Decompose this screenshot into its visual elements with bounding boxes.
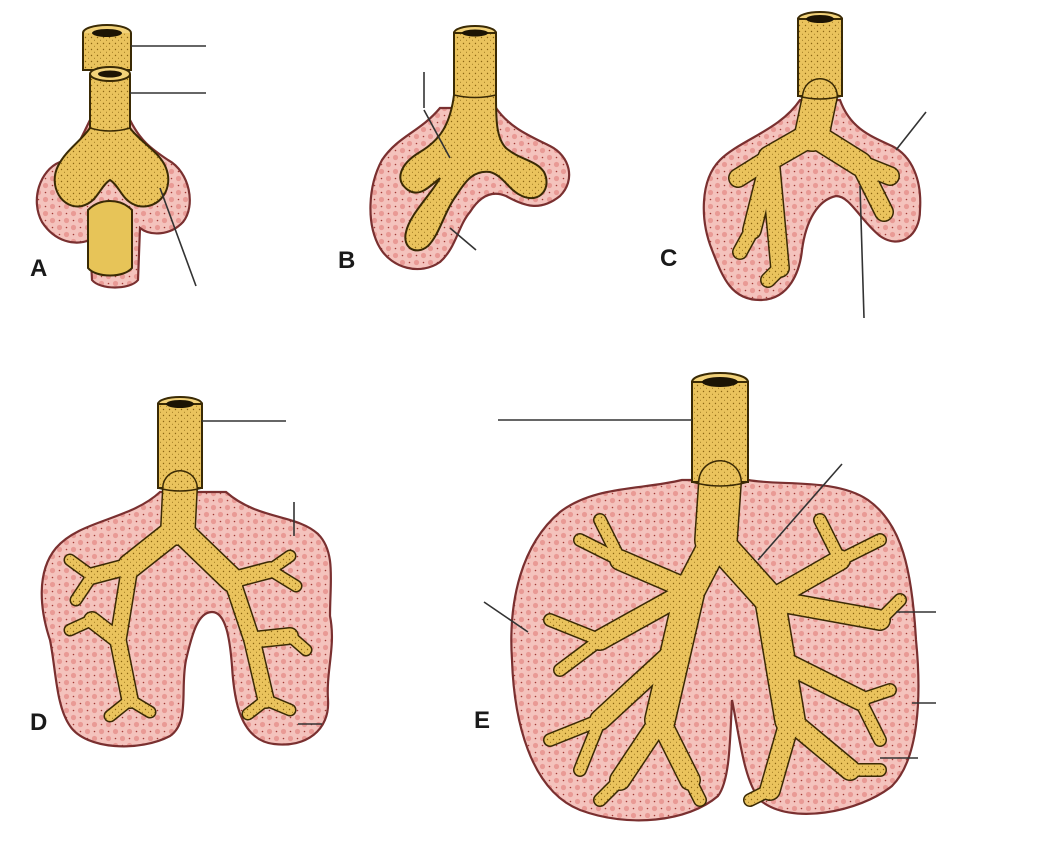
stage-e-illustration	[511, 373, 918, 820]
stage-c-label: C	[660, 245, 677, 272]
stage-b-label: B	[338, 247, 355, 274]
stage-e-label: E	[474, 707, 490, 734]
stage-c-trachea-lumen	[806, 15, 834, 23]
stage-d-illustration	[42, 397, 332, 746]
stage-a-trachea-front-lumen	[98, 71, 122, 78]
stage-e-trachea-lumen	[702, 377, 738, 387]
stage-a-label: A	[30, 255, 47, 282]
stage-a-esophagus	[88, 201, 132, 276]
stage-a-illustration	[37, 25, 190, 288]
stage-b-illustration	[370, 26, 569, 269]
stage-d-label: D	[30, 709, 47, 736]
stage-b-trachea-lumen	[462, 30, 488, 37]
stage-a-trachea-back-body	[83, 33, 131, 70]
stage-c-illustration	[704, 12, 920, 300]
stage-c-leader-1	[896, 112, 926, 150]
stage-d-trachea-lumen	[166, 400, 194, 408]
stage-a-trachea-back-lumen	[92, 29, 122, 37]
